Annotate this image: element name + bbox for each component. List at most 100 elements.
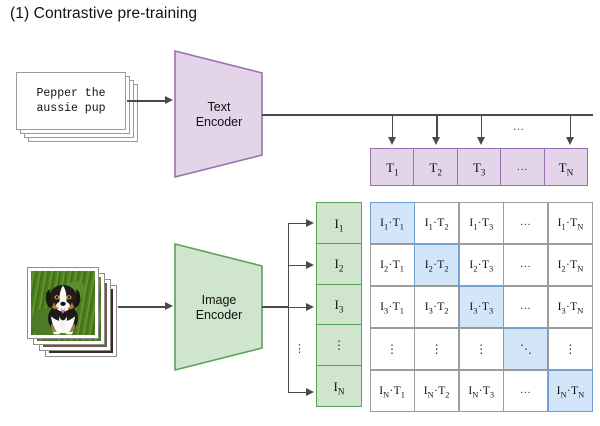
text-embedding-row: T1 T2 T3 … TN bbox=[370, 148, 593, 186]
image-embedding-sub: 1 bbox=[338, 223, 344, 234]
matrix-cell-vertical-ellipsis: ⋮ bbox=[386, 341, 399, 356]
matrix-cell-label: I2·T1 bbox=[380, 257, 404, 274]
matrix-cell[interactable]: IN·T1 bbox=[369, 369, 415, 412]
matrix-cell[interactable]: I2·T3 bbox=[458, 243, 504, 286]
text-bus-drop-1 bbox=[391, 114, 393, 139]
image-encoder-label: Image Encoder bbox=[174, 293, 264, 323]
matrix-cell-diagonal[interactable]: IN·TN bbox=[547, 369, 593, 412]
matrix-cell[interactable]: I2·TN bbox=[547, 243, 593, 286]
matrix-cell[interactable]: ⋮ bbox=[547, 327, 593, 370]
image-bus-branch-3 bbox=[288, 306, 308, 308]
matrix-cell-label: I3·T2 bbox=[424, 299, 449, 316]
matrix-cell-diagonal[interactable]: ⋱ bbox=[503, 327, 549, 370]
matrix-cell-diagonal[interactable]: I2·T2 bbox=[414, 243, 460, 286]
text-encoder-label-line2: Encoder bbox=[195, 115, 243, 129]
matrix-cell-horizontal-ellipsis: … bbox=[519, 258, 532, 271]
matrix-cell-label: I2·T2 bbox=[424, 257, 449, 274]
text-bus-ellipsis: … bbox=[513, 121, 526, 133]
matrix-cell[interactable]: I3·TN bbox=[547, 285, 593, 328]
text-embedding-sub: 1 bbox=[393, 167, 399, 178]
image-bus-branch-2 bbox=[288, 264, 308, 266]
caption-line-1: Pepper the bbox=[36, 87, 106, 100]
text-embedding-label: T2 bbox=[429, 159, 442, 178]
image-input-arrowhead bbox=[165, 302, 173, 311]
image-bus-arrow-n bbox=[306, 387, 314, 396]
text-embedding-cell[interactable]: T1 bbox=[370, 148, 415, 186]
text-input-connector bbox=[127, 100, 167, 102]
matrix-cell[interactable]: ⋮ bbox=[369, 327, 415, 370]
text-embedding-label: T1 bbox=[386, 159, 399, 178]
image-encoder-label-line2: Encoder bbox=[195, 308, 243, 322]
matrix-cell-horizontal-ellipsis: … bbox=[519, 300, 532, 313]
image-embedding-label: I2 bbox=[334, 256, 344, 274]
matrix-cell-label: IN·TN bbox=[556, 383, 585, 400]
matrix-cell-label: IN·T3 bbox=[468, 383, 495, 400]
matrix-cell[interactable]: I1·T2 bbox=[414, 201, 460, 244]
text-bus-drop-3 bbox=[480, 114, 483, 139]
matrix-cell-label: I1·T3 bbox=[469, 215, 494, 232]
image-embedding-sub: 3 bbox=[338, 304, 344, 315]
text-embedding-cell[interactable]: T2 bbox=[413, 148, 458, 186]
text-embedding-cell-ellipsis: … bbox=[500, 148, 545, 186]
image-input-connector bbox=[118, 306, 166, 308]
matrix-cell-diagonal[interactable]: I1·T1 bbox=[369, 201, 415, 244]
text-embedding-sub: N bbox=[566, 167, 574, 178]
image-embedding-cell[interactable]: IN bbox=[316, 365, 362, 408]
matrix-cell[interactable]: IN·T3 bbox=[458, 369, 504, 412]
matrix-cell[interactable]: ⋮ bbox=[414, 327, 460, 370]
matrix-cell[interactable]: I2·T1 bbox=[369, 243, 415, 286]
image-embedding-cell[interactable]: I3 bbox=[316, 283, 362, 326]
matrix-cell-label: IN·T2 bbox=[423, 383, 450, 400]
image-bus-ellipsis: ⋮ bbox=[294, 343, 305, 355]
matrix-cell-label: I1·T1 bbox=[380, 215, 404, 232]
image-embedding-label: IN bbox=[333, 378, 345, 397]
matrix-cell-label: I2·T3 bbox=[469, 257, 494, 274]
image-card-front bbox=[28, 268, 98, 338]
image-embedding-label: I3 bbox=[334, 297, 344, 315]
text-encoder-label-line1: Text bbox=[207, 100, 231, 114]
text-embedding-ellipsis: … bbox=[516, 160, 529, 173]
text-embedding-cell[interactable]: TN bbox=[543, 148, 589, 186]
matrix-cell[interactable]: … bbox=[503, 285, 549, 328]
text-embedding-label: T3 bbox=[472, 159, 486, 178]
image-encoder: Image Encoder bbox=[174, 242, 264, 372]
page-title: (1) Contrastive pre-training bbox=[10, 5, 198, 22]
matrix-cell[interactable]: … bbox=[503, 243, 549, 286]
text-encoder: Text Encoder bbox=[174, 49, 264, 179]
matrix-cell[interactable]: IN·T2 bbox=[414, 369, 460, 412]
image-bus-line bbox=[288, 223, 290, 393]
caption-line-2: aussie pup bbox=[36, 102, 106, 115]
image-bus-arrow-3 bbox=[306, 302, 314, 311]
matrix-cell[interactable]: … bbox=[503, 201, 549, 244]
text-encoder-shape bbox=[174, 49, 263, 179]
matrix-cell[interactable]: I1·TN bbox=[547, 201, 593, 244]
text-card-caption: Pepper the aussie pup bbox=[36, 86, 105, 116]
matrix-cell-diagonal[interactable]: I3·T3 bbox=[458, 285, 504, 328]
text-bus-arrow-1 bbox=[387, 137, 396, 145]
text-embedding-label: TN bbox=[558, 159, 574, 178]
text-bus-drop-2 bbox=[436, 114, 438, 139]
matrix-cell-label: I2·TN bbox=[557, 257, 584, 274]
image-bus-arrow-1 bbox=[306, 218, 314, 227]
matrix-cell-vertical-ellipsis: ⋮ bbox=[430, 341, 443, 356]
image-embedding-cell[interactable]: I1 bbox=[316, 202, 362, 244]
matrix-cell[interactable]: I3·T2 bbox=[414, 285, 460, 328]
matrix-cell[interactable]: … bbox=[503, 369, 549, 412]
matrix-cell-diagonal-ellipsis: ⋱ bbox=[519, 341, 532, 356]
matrix-cell-label: IN·T1 bbox=[379, 383, 405, 400]
matrix-cell-label: I3·TN bbox=[557, 299, 584, 316]
matrix-cell[interactable]: ⋮ bbox=[458, 327, 504, 370]
matrix-cell-label: I1·T2 bbox=[424, 215, 449, 232]
text-input-arrowhead bbox=[165, 96, 173, 105]
text-embedding-cell[interactable]: T3 bbox=[456, 148, 502, 186]
image-embedding-cell-ellipsis: ⋮ bbox=[316, 324, 362, 367]
matrix-cell[interactable]: I3·T1 bbox=[369, 285, 415, 328]
text-embedding-sub: 3 bbox=[480, 167, 486, 178]
text-bus-arrow-2 bbox=[432, 137, 441, 145]
image-embedding-sub: 2 bbox=[338, 263, 344, 274]
image-embedding-cell[interactable]: I2 bbox=[316, 242, 362, 285]
image-bus-stem bbox=[262, 306, 289, 308]
matrix-cell[interactable]: I1·T3 bbox=[458, 201, 504, 244]
